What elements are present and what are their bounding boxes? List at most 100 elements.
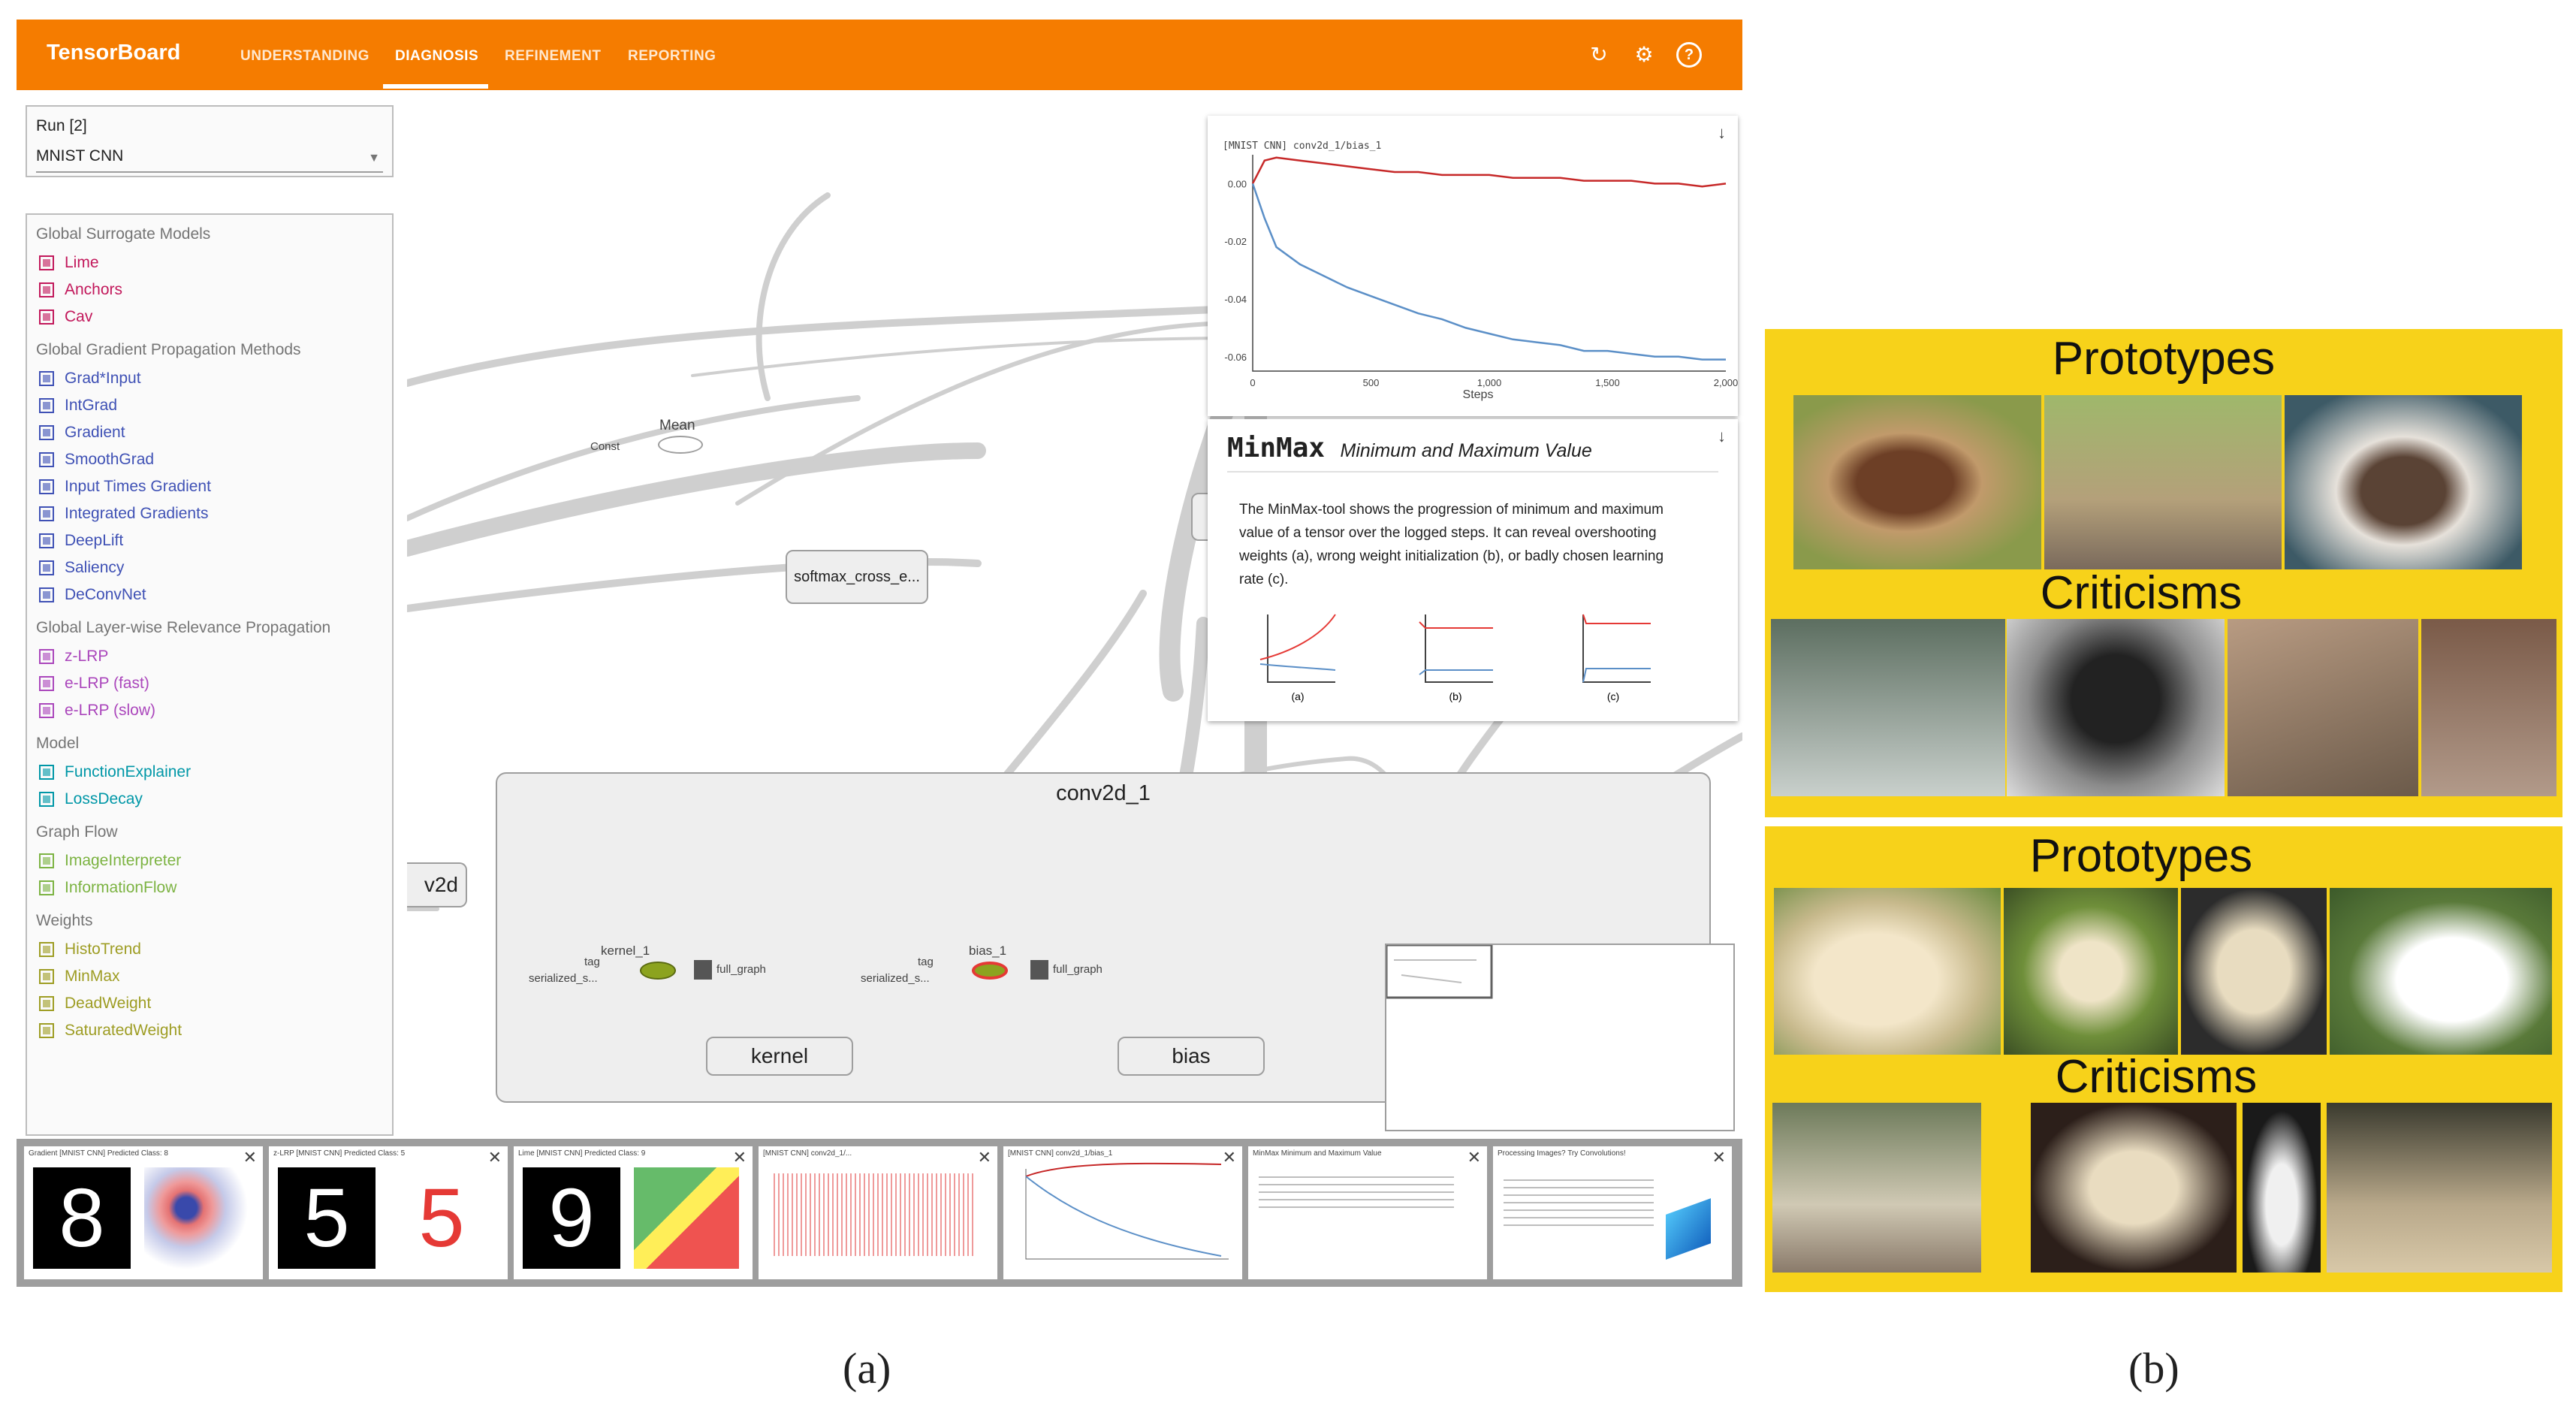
caption-a: (a) xyxy=(843,1344,891,1393)
sidebar-item-anchors[interactable]: Anchors xyxy=(36,276,383,303)
tab-diagnosis[interactable]: DIAGNOSIS xyxy=(395,48,479,64)
thumbnail-info[interactable]: Processing Images? Try Convolutions! ✕ xyxy=(1493,1146,1732,1279)
refresh-icon[interactable]: ↻ xyxy=(1590,43,1608,66)
close-icon[interactable]: ✕ xyxy=(243,1148,257,1167)
y-tick-label: -0.02 xyxy=(1224,236,1247,247)
sidebar-item-lime[interactable]: Lime xyxy=(36,249,383,276)
graph-minimap[interactable] xyxy=(1385,944,1735,1131)
thumbnail-caption: [MNIST CNN] conv2d_1/bias_1 xyxy=(1008,1149,1113,1158)
tab-reporting[interactable]: REPORTING xyxy=(628,48,716,64)
sidebar-item-lossdecay[interactable]: LossDecay xyxy=(36,786,383,813)
dog-photo xyxy=(1772,1103,1981,1273)
sidebar-item-label: Lime xyxy=(65,254,99,271)
download-icon[interactable]: ↓ xyxy=(1718,123,1726,142)
thumbnail-lime[interactable]: Lime [MNIST CNN] Predicted Class: 9 ✕ 9 xyxy=(514,1146,753,1279)
tab-refinement[interactable]: REFINEMENT xyxy=(505,48,602,64)
sidebar-item-imageinterpreter[interactable]: ImageInterpreter xyxy=(36,847,383,874)
thumbnail-caption: Lime [MNIST CNN] Predicted Class: 9 xyxy=(518,1149,646,1158)
dog-photo xyxy=(2004,888,2178,1055)
close-icon[interactable]: ✕ xyxy=(487,1148,502,1167)
z-lrp-icon xyxy=(39,649,54,664)
caption-b: (b) xyxy=(2128,1344,2179,1393)
close-icon[interactable]: ✕ xyxy=(1222,1148,1236,1167)
digit-image: 5 xyxy=(278,1167,376,1269)
settings-icon[interactable]: ⚙ xyxy=(1634,43,1654,66)
run-dropdown[interactable]: MNIST CNN ▼ xyxy=(36,147,383,173)
sidebar-item-deadweight[interactable]: DeadWeight xyxy=(36,990,383,1017)
kernel1-op-node[interactable] xyxy=(640,962,676,980)
softmax-node[interactable]: softmax_cross_e... xyxy=(786,550,928,604)
close-icon[interactable]: ✕ xyxy=(1712,1148,1726,1167)
sidebar-item-e-lrp-slow[interactable]: e-LRP (slow) xyxy=(36,697,383,724)
sidebar-item-deconvnet[interactable]: DeConvNet xyxy=(36,581,383,608)
chart-axes xyxy=(1252,155,1726,372)
example-a-label: (a) xyxy=(1291,690,1304,702)
dog-photo xyxy=(2285,395,2522,569)
series-line-1 xyxy=(1251,183,1726,361)
sidebar-item-functionexplainer[interactable]: FunctionExplainer xyxy=(36,759,383,786)
thumbnail-histotrend[interactable]: [MNIST CNN] conv2d_1/... ✕ xyxy=(759,1146,997,1279)
sidebar-item-label: IntGrad xyxy=(65,397,118,414)
sidebar-item-gradient[interactable]: Gradient xyxy=(36,419,383,446)
digit-image: 9 xyxy=(523,1167,620,1269)
sidebar-item-intgrad[interactable]: IntGrad xyxy=(36,392,383,419)
grad-input-icon xyxy=(39,371,54,386)
tab-understanding[interactable]: UNDERSTANDING xyxy=(240,48,370,64)
sidebar-item-integrated-gradients[interactable]: Integrated Gradients xyxy=(36,500,383,527)
sidebar-item-minmax[interactable]: MinMax xyxy=(36,963,383,990)
mean-op-node[interactable] xyxy=(658,436,703,454)
sidebar-item-cav[interactable]: Cav xyxy=(36,303,383,331)
input-times-gradient-icon xyxy=(39,479,54,494)
download-icon-2[interactable]: ↓ xyxy=(1718,427,1726,445)
kernel-node[interactable]: kernel xyxy=(706,1037,853,1076)
thumbnail-zlrp[interactable]: z-LRP [MNIST CNN] Predicted Class: 5 ✕ 5… xyxy=(269,1146,508,1279)
x-tick-label: 2,000 xyxy=(1714,377,1738,388)
smoothgrad-icon xyxy=(39,452,54,467)
help-icon[interactable]: ? xyxy=(1676,42,1702,68)
thumbnail-minmax[interactable]: MinMax Minimum and Maximum Value ✕ xyxy=(1248,1146,1487,1279)
dog-photo xyxy=(2421,619,2556,796)
close-icon[interactable]: ✕ xyxy=(1467,1148,1481,1167)
sidebar-item-label: DeadWeight xyxy=(65,995,152,1012)
sidebar-item-label: LossDecay xyxy=(65,790,143,808)
prototypes-heading: Prototypes xyxy=(2029,830,2253,882)
full-graph-label: full_graph xyxy=(716,963,766,976)
sidebar-item-e-lrp-fast[interactable]: e-LRP (fast) xyxy=(36,670,383,697)
sidebar-item-deeplift[interactable]: DeepLift xyxy=(36,527,383,554)
sidebar-item-saturatedweight[interactable]: SaturatedWeight xyxy=(36,1017,383,1044)
sidebar-item-label: DeConvNet xyxy=(65,586,146,603)
sidebar-item-grad-input[interactable]: Grad*Input xyxy=(36,365,383,392)
minmax-description: The MinMax-tool shows the progression of… xyxy=(1239,502,1664,587)
close-icon[interactable]: ✕ xyxy=(732,1148,747,1167)
e-lrp-slow-icon xyxy=(39,703,54,718)
thumbnail-line[interactable]: [MNIST CNN] conv2d_1/bias_1 ✕ xyxy=(1003,1146,1242,1279)
edge-left-gradients xyxy=(407,304,1252,387)
sidebar-item-saliency[interactable]: Saliency xyxy=(36,554,383,581)
deadweight-icon xyxy=(39,996,54,1011)
sidebar-item-label: HistoTrend xyxy=(65,941,141,958)
close-icon[interactable]: ✕ xyxy=(977,1148,991,1167)
bias1-op-node[interactable] xyxy=(972,962,1008,980)
x-tick-label: 1,000 xyxy=(1477,377,1502,388)
tensorboard-window: TensorBoard UNDERSTANDING DIAGNOSIS REFI… xyxy=(17,20,1742,1287)
conv2d-left-node[interactable]: v2d xyxy=(407,862,467,907)
thumbnail-gradient[interactable]: Gradient [MNIST CNN] Predicted Class: 8 … xyxy=(24,1146,263,1279)
sidebar-item-informationflow[interactable]: InformationFlow xyxy=(36,874,383,901)
sidebar-item-label: InformationFlow xyxy=(65,879,177,896)
sidebar-item-label: Anchors xyxy=(65,281,123,298)
sidebar-item-z-lrp[interactable]: z-LRP xyxy=(36,643,383,670)
digit-image: 8 xyxy=(33,1167,131,1269)
imageinterpreter-icon xyxy=(39,853,54,868)
bias-node[interactable]: bias xyxy=(1118,1037,1265,1076)
sidebar-item-smoothgrad[interactable]: SmoothGrad xyxy=(36,446,383,473)
minmax-icon xyxy=(39,969,54,984)
criticisms-heading: Criticisms xyxy=(2040,567,2243,619)
sidebar-item-histotrend[interactable]: HistoTrend xyxy=(36,936,383,963)
sidebar-item-input-times-gradient[interactable]: Input Times Gradient xyxy=(36,473,383,500)
kernel1-label: kernel_1 xyxy=(601,944,650,958)
e-lrp-fast-icon xyxy=(39,676,54,691)
heatmap-image xyxy=(144,1167,249,1269)
informationflow-icon xyxy=(39,880,54,895)
conv2d-group[interactable]: conv2d_1 kernel_1 tag serialized_s... fu… xyxy=(496,772,1711,1103)
